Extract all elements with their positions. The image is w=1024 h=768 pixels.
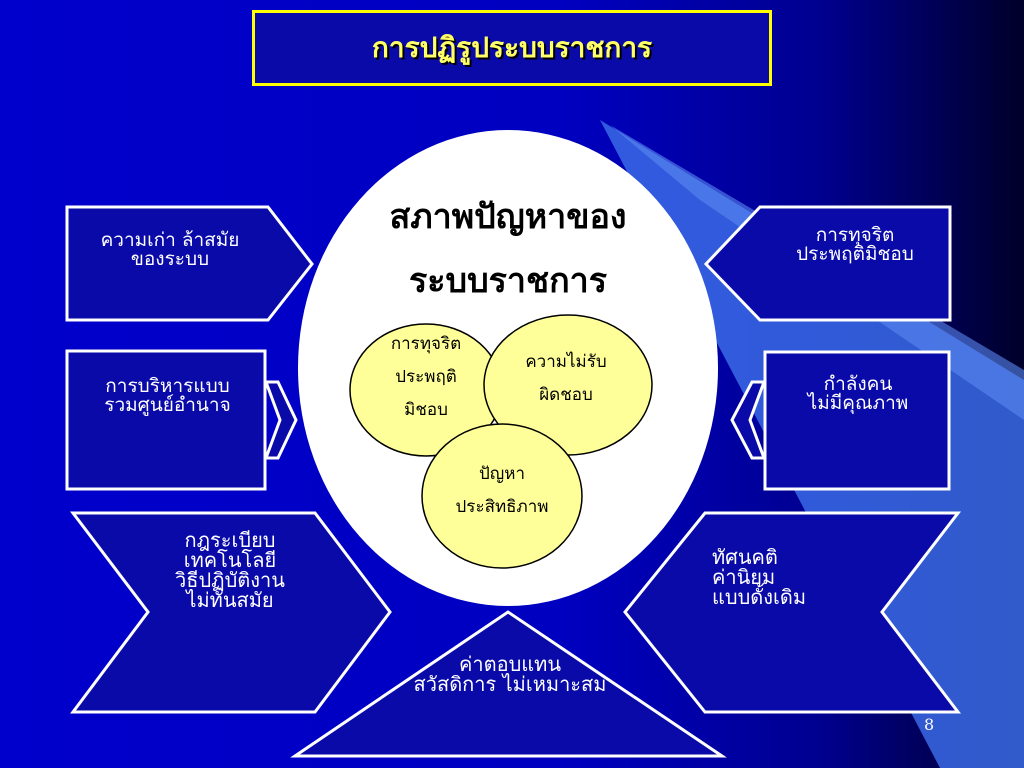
right-mid-text: กำลังคน ไม่มีคุณภาพ xyxy=(768,375,948,413)
box-text-line: กำลังคน xyxy=(823,373,893,395)
left-top-text: ความเก่า ล้าสมัย ของระบบ xyxy=(70,231,270,269)
venn-label-line: ผิดชอบ xyxy=(539,385,593,405)
slide-title: การปฏิรูประบบราชการ xyxy=(371,31,653,64)
box-text-line: ประพฤติมิชอบ xyxy=(796,243,914,265)
venn-circle-efficiency xyxy=(421,423,583,569)
venn-label-line: การทุจริต xyxy=(390,334,462,354)
venn-label-efficiency: ปัญหา ประสิทธิภาพ xyxy=(432,458,572,524)
center-title-line: ระบบราชการ xyxy=(408,261,608,301)
right-bottom-text: ทัศนคติ ค่านิยม แบบดั้งเดิม xyxy=(712,547,862,607)
title-box: การปฏิรูประบบราชการ xyxy=(252,10,772,86)
box-text-line: วิธีปฏิบัติงาน xyxy=(175,568,285,592)
left-top-arrow-box xyxy=(65,205,314,322)
right-top-arrow-box xyxy=(703,205,952,322)
venn-label-line: ประสิทธิภาพ xyxy=(455,497,549,517)
venn-label-corruption: การทุจริต ประพฤติ มิชอบ xyxy=(356,328,496,427)
box-text-line: เทคโนโลยี xyxy=(183,548,277,572)
left-mid-box xyxy=(65,349,267,491)
box-text-line: รวมศูนย์อำนาจ xyxy=(104,394,231,416)
left-bottom-chevron xyxy=(69,511,392,714)
bottom-center-text: ค่าตอบแทน สวัสดิการ ไม่เหมาะสม xyxy=(370,654,650,694)
venn-label-line: ประพฤติ xyxy=(395,367,457,387)
venn-label-line: มิชอบ xyxy=(404,400,448,420)
box-text-line: กฎระเบียบ xyxy=(184,528,276,552)
box-text-line: ไม่มีคุณภาพ xyxy=(807,392,909,414)
right-mid-box xyxy=(763,350,951,491)
box-text-line: แบบดั้งเดิม xyxy=(712,585,807,609)
venn-label-line: ปัญหา xyxy=(478,464,526,484)
venn-label-line: ความไม่รับ xyxy=(525,352,607,372)
left-mid-text: การบริหารแบบ รวมศูนย์อำนาจ xyxy=(70,377,265,415)
box-text-line: ไม่ทันสมัย xyxy=(186,588,274,612)
right-top-text: การทุจริต ประพฤติมิชอบ xyxy=(760,226,950,264)
box-text-line: การทุจริต xyxy=(815,224,895,246)
center-title: สภาพปัญหาของ ระบบราชการ xyxy=(340,185,676,313)
bottom-center-shape xyxy=(290,610,727,758)
center-title-line: สภาพปัญหาของ xyxy=(389,197,627,237)
box-text-line: ของระบบ xyxy=(130,248,210,270)
box-text-line: ความเก่า ล้าสมัย xyxy=(100,229,240,251)
box-text-line: การบริหารแบบ xyxy=(105,375,230,397)
left-bottom-text: กฎระเบียบ เทคโนโลยี วิธีปฏิบัติงาน ไม่ทั… xyxy=(135,530,325,610)
box-text-line: ค่าตอบแทน xyxy=(458,652,562,676)
box-text-line: สวัสดิการ ไม่เหมาะสม xyxy=(413,672,607,696)
page-number: 8 xyxy=(924,715,935,734)
venn-label-irresponsibility: ความไม่รับ ผิดชอบ xyxy=(496,346,636,412)
box-text-line: ค่านิยม xyxy=(712,565,776,589)
right-mid-chevron xyxy=(730,380,767,460)
left-mid-chevron xyxy=(263,380,298,460)
right-bottom-chevron xyxy=(623,511,962,714)
box-text-line: ทัศนคติ xyxy=(712,545,778,569)
